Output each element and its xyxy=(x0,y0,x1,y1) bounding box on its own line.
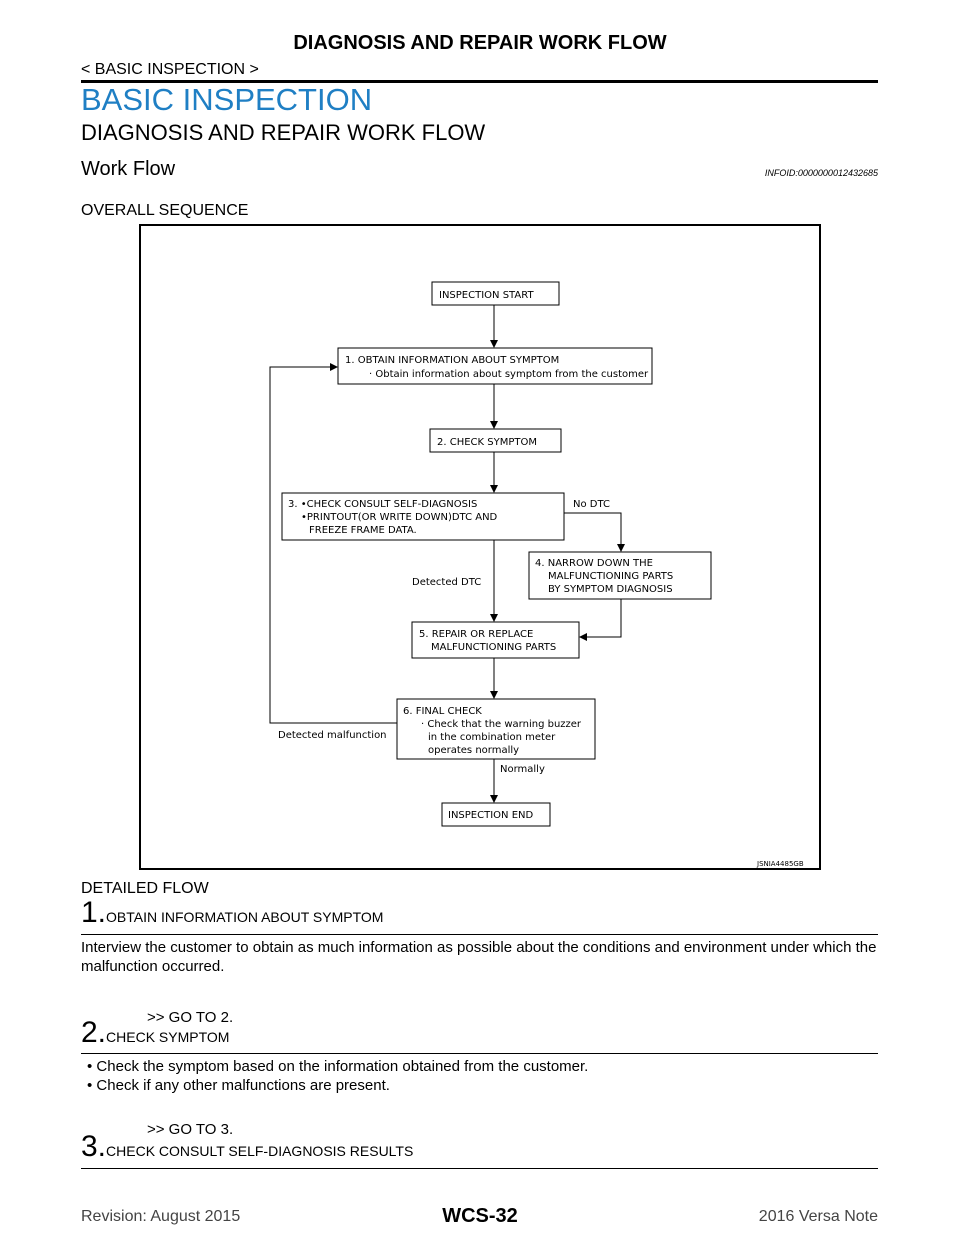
step2-bullet-2: Check if any other malfunctions are pres… xyxy=(81,1076,878,1095)
text-step6-l4: operates normally xyxy=(428,745,519,756)
text-detected-dtc: Detected DTC xyxy=(412,577,481,588)
box-step3 xyxy=(281,492,565,541)
box-step1 xyxy=(337,347,653,385)
text-normally: Normally xyxy=(500,764,545,775)
step2-title: CHECK SYMPTOM xyxy=(106,1029,230,1045)
step3-heading: 3.CHECK CONSULT SELF-DIAGNOSIS RESULTS xyxy=(81,1130,413,1164)
text-step6-l2: · Check that the warning buzzer xyxy=(421,719,582,730)
text-step6-l1: 6. FINAL CHECK xyxy=(403,706,482,717)
step1-title: OBTAIN INFORMATION ABOUT SYMPTOM xyxy=(106,909,384,925)
step1-heading: 1.OBTAIN INFORMATION ABOUT SYMPTOM xyxy=(81,896,383,930)
box-step4 xyxy=(528,551,712,600)
section-title: BASIC INSPECTION xyxy=(81,82,373,117)
box-inspection-end xyxy=(441,802,551,827)
footer-page-number: WCS-32 xyxy=(442,1205,518,1227)
step1-goto: >> GO TO 2. xyxy=(147,1009,234,1026)
header-section: < BASIC INSPECTION > xyxy=(81,61,259,78)
text-step5-l1: 5. REPAIR OR REPLACE xyxy=(419,629,533,640)
header-rule xyxy=(81,80,878,83)
flowchart-svg: INSPECTION START 1. OBTAIN INFORMATION A… xyxy=(269,281,804,868)
step2-rule xyxy=(81,1053,878,1054)
text-step4-l1: 4. NARROW DOWN THE xyxy=(535,558,653,569)
text-step3-l1: 3. •CHECK CONSULT SELF-DIAGNOSIS xyxy=(288,499,477,510)
header-title: DIAGNOSIS AND REPAIR WORK FLOW xyxy=(293,32,667,54)
box-inspection-start xyxy=(431,281,560,306)
text-inspection-start: INSPECTION START xyxy=(439,290,534,301)
box-step6 xyxy=(396,698,596,760)
text-step1: 1. OBTAIN INFORMATION ABOUT SYMPTOM xyxy=(345,355,559,366)
text-detected-malfunction: Detected malfunction xyxy=(278,730,387,741)
step1-body: Interview the customer to obtain as much… xyxy=(81,939,877,975)
text-step3-l2: •PRINTOUT(OR WRITE DOWN)DTC AND xyxy=(301,512,498,523)
step2-number: 2. xyxy=(81,1016,107,1049)
step2-goto: >> GO TO 3. xyxy=(147,1121,234,1138)
text-step5-l2: MALFUNCTIONING PARTS xyxy=(431,642,556,653)
text-step4-l3: BY SYMPTOM DIAGNOSIS xyxy=(548,584,673,595)
step3-rule xyxy=(81,1168,878,1169)
text-step6-l3: in the combination meter xyxy=(428,732,556,743)
info-id: INFOID:0000000012432685 xyxy=(764,168,878,178)
footer-revision: Revision: August 2015 xyxy=(81,1208,241,1225)
step2-bullets: Check the symptom based on the informati… xyxy=(81,1057,878,1095)
text-figure-id: JSNIA4485GB xyxy=(756,860,804,868)
text-step4-l2: MALFUNCTIONING PARTS xyxy=(548,571,673,582)
step2-heading: 2.CHECK SYMPTOM xyxy=(81,1016,229,1050)
detailed-flow-label: DETAILED FLOW xyxy=(81,880,209,897)
step1-rule xyxy=(81,934,878,935)
text-step1-sub: · Obtain information about symptom from … xyxy=(369,369,649,380)
step3-title: CHECK CONSULT SELF-DIAGNOSIS RESULTS xyxy=(106,1143,414,1159)
step3-number: 3. xyxy=(81,1130,107,1163)
text-step3-l3: FREEZE FRAME DATA. xyxy=(309,525,417,536)
step2-bullet-1: Check the symptom based on the informati… xyxy=(81,1057,878,1076)
text-step2: 2. CHECK SYMPTOM xyxy=(437,437,537,448)
box-step2 xyxy=(429,428,562,453)
subsection-title: DIAGNOSIS AND REPAIR WORK FLOW xyxy=(81,120,486,145)
work-flow-title: Work Flow xyxy=(81,158,176,180)
text-no-dtc: No DTC xyxy=(573,499,610,510)
step1-number: 1. xyxy=(81,896,107,929)
flowchart-figure: INSPECTION START 1. OBTAIN INFORMATION A… xyxy=(139,224,821,870)
text-inspection-end: INSPECTION END xyxy=(448,810,533,821)
overall-sequence-label: OVERALL SEQUENCE xyxy=(81,202,249,219)
footer-model: 2016 Versa Note xyxy=(758,1208,878,1225)
